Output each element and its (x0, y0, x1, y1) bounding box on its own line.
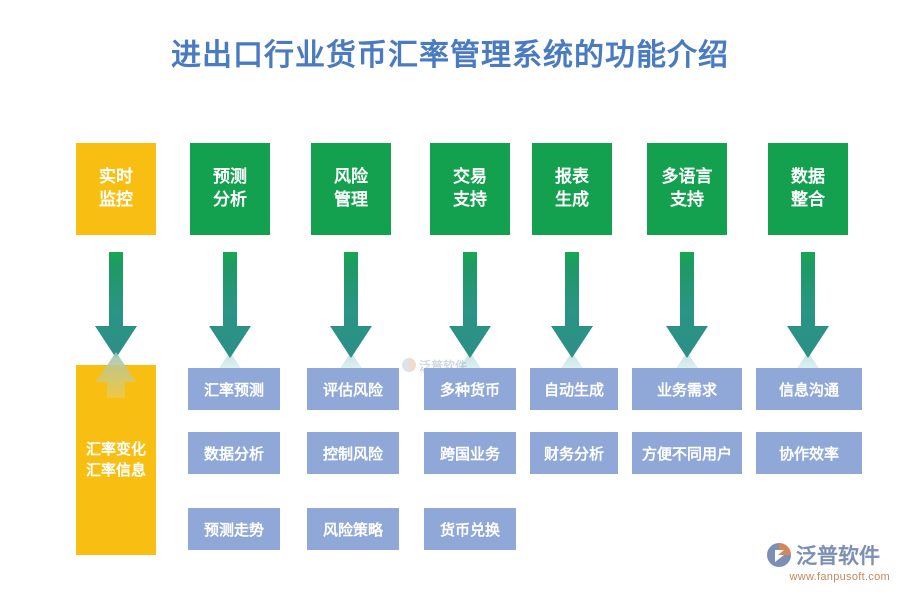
summary-label-line: 汇率信息 (85, 462, 146, 479)
sub-box-risk-2[interactable]: 控制风险 (307, 432, 399, 474)
feature-box-risk-management[interactable]: 风险 管理 (311, 143, 391, 235)
feature-box-realtime-monitoring[interactable]: 实时 监控 (76, 143, 156, 235)
brand-name: 泛普软件 (796, 545, 880, 568)
feature-label-line: 风险 (334, 167, 368, 187)
summary-label-line: 汇率变化 (85, 441, 146, 458)
sub-box-multilanguage-2[interactable]: 方便不同用户 (632, 432, 742, 474)
feature-label-line: 报表 (555, 167, 589, 187)
fanpu-logo-icon (766, 542, 792, 568)
sub-box-transaction-3[interactable]: 货币兑换 (424, 508, 516, 550)
feature-label-line: 交易 (453, 167, 487, 187)
brand-logo-row: 泛普软件 (766, 540, 890, 570)
feature-box-multilanguage-support[interactable]: 多语言 支持 (647, 143, 727, 235)
flow-arrow-down (447, 252, 493, 360)
feature-label-line: 支持 (453, 190, 487, 209)
sub-box-data-1[interactable]: 信息沟通 (756, 368, 862, 410)
flow-arrow-down (549, 252, 595, 360)
sub-box-data-2[interactable]: 协作效率 (756, 432, 862, 474)
sub-box-risk-3[interactable]: 风险策略 (307, 508, 399, 550)
sub-box-forecast-1[interactable]: 汇率预测 (188, 368, 280, 410)
feature-box-report-generation[interactable]: 报表 生成 (532, 143, 612, 235)
brand-url: www.fanpusoft.com (789, 571, 890, 583)
feature-box-transaction-support[interactable]: 交易 支持 (430, 143, 510, 235)
feature-label-line: 预测 (213, 167, 247, 187)
feature-box-forecast-analysis[interactable]: 预测 分析 (190, 143, 270, 235)
flow-arrow-down (328, 252, 374, 360)
feature-box-data-integration[interactable]: 数据 整合 (768, 143, 848, 235)
feature-label-line: 支持 (670, 190, 704, 209)
feature-label-line: 实时 (99, 167, 133, 187)
page-title: 进出口行业货币汇率管理系统的功能介绍 (171, 39, 729, 72)
summary-box-realtime-monitoring[interactable]: 汇率变化 汇率信息 (76, 365, 156, 555)
brand-logo: 泛普软件 www.fanpusoft.com (766, 540, 890, 588)
feature-label-line: 生成 (555, 190, 589, 209)
sub-box-multilanguage-1[interactable]: 业务需求 (632, 368, 742, 410)
sub-box-risk-1[interactable]: 评估风险 (307, 368, 399, 410)
sub-box-report-2[interactable]: 财务分析 (530, 432, 618, 474)
watermark-logo-icon (402, 358, 416, 372)
feature-label-line: 多语言 (661, 167, 713, 187)
feature-label-line: 管理 (334, 190, 368, 209)
flow-arrow-down (785, 252, 831, 360)
sub-box-transaction-2[interactable]: 跨国业务 (424, 432, 516, 474)
flow-arrow-down (664, 252, 710, 360)
sub-box-forecast-3[interactable]: 预测走势 (188, 508, 280, 550)
sub-box-report-1[interactable]: 自动生成 (530, 368, 618, 410)
flow-arrow-down (207, 252, 253, 360)
feature-label-line: 监控 (99, 190, 133, 209)
flow-arrow-down (93, 252, 139, 360)
sub-box-forecast-2[interactable]: 数据分析 (188, 432, 280, 474)
feature-label-line: 数据 (791, 167, 825, 187)
feature-label-line: 分析 (213, 190, 247, 209)
sub-box-transaction-1[interactable]: 多种货币 (424, 368, 516, 410)
feature-label-line: 整合 (791, 190, 825, 209)
